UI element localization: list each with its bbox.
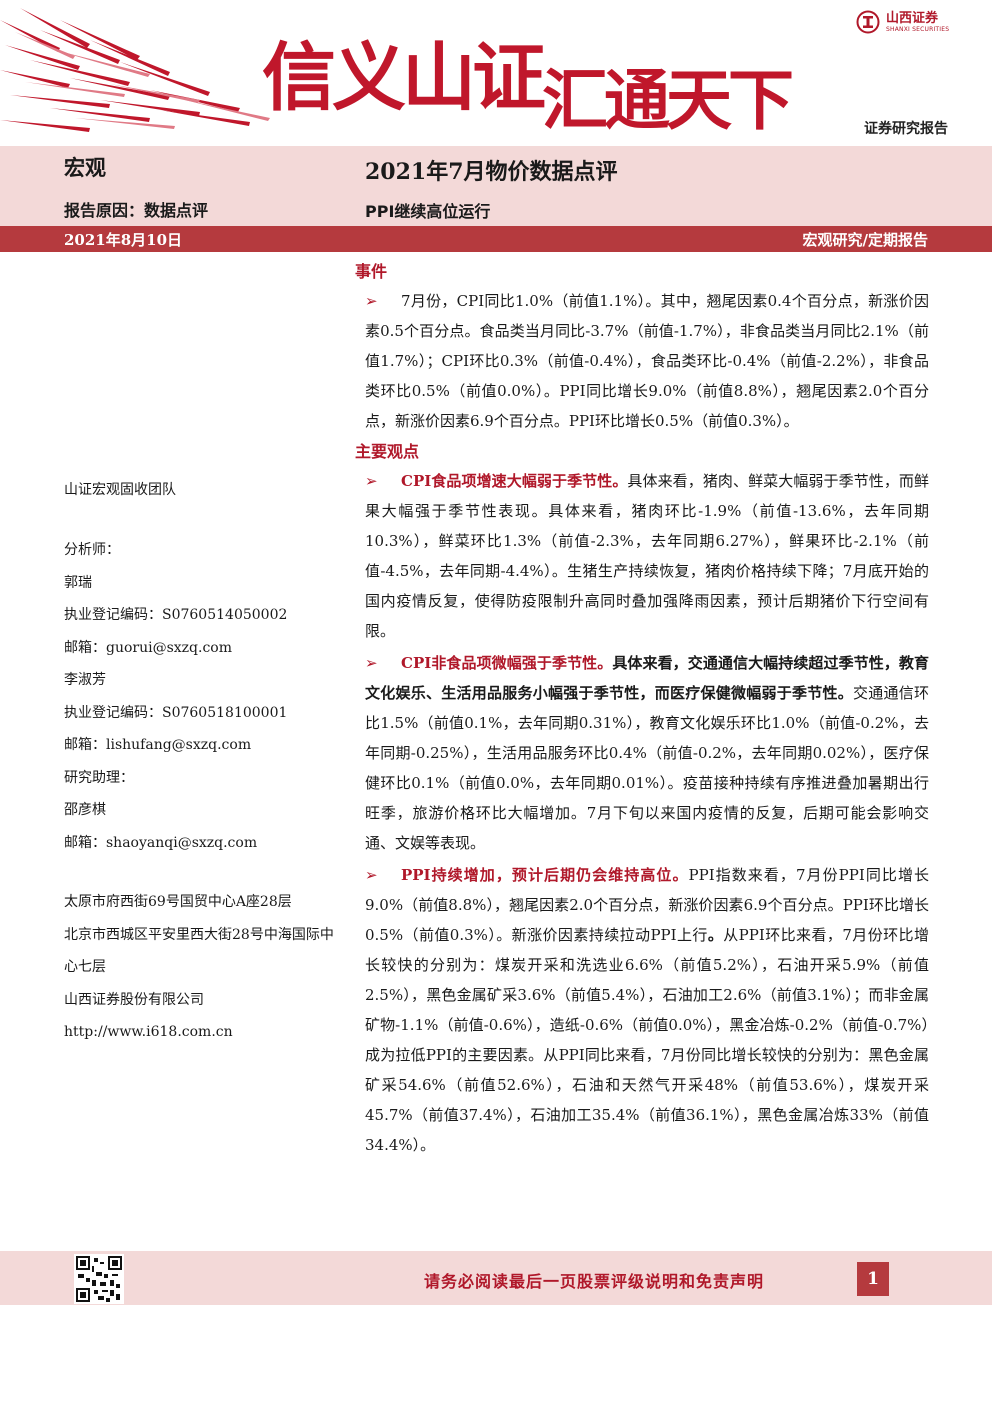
report-date: 2021年8月10日 [64, 231, 183, 249]
date-band [0, 226, 992, 252]
report-type: 证券研究报告 [864, 121, 948, 137]
company-contact: 太原市府西街69号国贸中心A座28层 北京市西城区平安里西大街28号中海国际中心… [64, 886, 334, 1049]
shanxi-securities-logo-icon [856, 10, 880, 34]
view-paragraph-1: ➢ CPI食品项增速大幅弱于季节性。具体来看，猪肉、鲜菜大幅弱于季节性，而鲜果大幅… [355, 466, 929, 646]
views-heading: 主要观点 [355, 442, 420, 461]
arrow-bullet-icon: ➢ [365, 472, 378, 490]
company-name: 山西证券股份有限公司 [64, 991, 204, 1008]
report-subtitle: PPI继续高位运行 [365, 202, 491, 221]
event-heading: 事件 [355, 262, 388, 281]
analyst2-name: 李淑芳 [64, 672, 106, 688]
view3-text-2: 从PPI环比来看，7月份环比增长较快的分别为：煤炭开采和洗选业6.6%（前值5.… [365, 926, 929, 1154]
decorative-arrows-icon [0, 8, 270, 132]
company-website[interactable]: http://www.i618.com.cn [64, 1024, 233, 1040]
view-paragraph-3: ➢ PPI持续增加，预计后期仍会维持高位。PPI指数来看，7月份PPI同比增长9.… [355, 860, 929, 1160]
qr-code-icon [74, 1254, 124, 1304]
view2-bold: 具体来看，交通通信大幅持续超过季节性，教育文化娱乐、生活用品服务小幅强于季节性，… [365, 654, 929, 702]
page-number: 1 [857, 1262, 889, 1296]
slogan-part-b: 汇通天下 [542, 61, 794, 139]
main-content: 事件 ➢7月份，CPI同比1.0%（前值1.1%）。其中，翘尾因素0.4个百分点… [355, 258, 929, 1162]
analyst2-email: 邮箱：lishufang@sxzq.com [64, 737, 252, 753]
event-text: 7月份，CPI同比1.0%（前值1.1%）。其中，翘尾因素0.4个百分点，新涨价… [365, 292, 929, 430]
analyst1-email: 邮箱：guorui@sxzq.com [64, 639, 233, 656]
view1-highlight: CPI食品项增速大幅弱于季节性。 [401, 472, 628, 490]
slogan-part-a: 信义山证 [262, 35, 546, 121]
slogan: 信义山证汇通天下 [262, 18, 794, 139]
address-beijing: 北京市西城区平安里西大街28号中海国际中心七层 [64, 926, 334, 976]
report-category: 宏观 [64, 156, 106, 180]
arrow-bullet-icon: ➢ [365, 292, 378, 310]
team-name: 山证宏观固收团队 [64, 474, 334, 507]
logo-subtitle: SHANXI SECURITIES [886, 25, 950, 33]
assistant-email: 邮箱：shaoyanqi@sxzq.com [64, 834, 258, 851]
logo-name: 山西证券 [886, 10, 939, 26]
analyst1-name: 郭瑞 [64, 574, 92, 591]
disclaimer-note: 请务必阅读最后一页股票评级说明和免责声明 [424, 1272, 765, 1291]
view2-text: 交通通信环比1.5%（前值0.1%，去年同期0.31%），教育文化娱乐环比1.0… [365, 684, 929, 852]
company-logo: 山西证券 SHANXI SECURITIES [856, 10, 949, 34]
analyst-info: 分析师： 郭瑞 执业登记编码：S0760514050002 邮箱：guorui@… [64, 534, 334, 859]
address-taiyuan: 太原市府西街69号国贸中心A座28层 [64, 894, 292, 910]
view3-text-1: PPI指数来看，7月份PPI同比增长9.0%（前值8.8%），翘尾因素2.0个百… [365, 866, 929, 944]
title-band [0, 146, 992, 226]
arrow-bullet-icon: ➢ [365, 866, 378, 884]
view-paragraph-2: ➢ CPI非食品项微幅强于季节性。具体来看，交通通信大幅持续超过季节性，教育文化娱… [355, 648, 929, 858]
view1-text: 具体来看，猪肉、鲜菜大幅弱于季节性，而鲜果大幅强于季节性表现。具体来看，猪肉环比… [365, 472, 929, 640]
view2-highlight: CPI非食品项微幅强于季节性。 [401, 654, 613, 672]
assistant-name: 邵彦棋 [64, 802, 106, 818]
header-banner: 信义山证汇通天下 山西证券 SHANXI SECURITIES 证券研究报告 [0, 0, 992, 146]
analyst2-cert: 执业登记编码：S0760518100001 [64, 704, 288, 721]
report-title: 2021年7月物价数据点评 [365, 159, 618, 185]
report-reason: 报告原因：数据点评 [64, 201, 209, 220]
event-paragraph: ➢7月份，CPI同比1.0%（前值1.1%）。其中，翘尾因素0.4个百分点，新涨… [355, 286, 929, 436]
arrow-bullet-icon: ➢ [365, 654, 378, 672]
team-label: 山证宏观固收团队 [64, 482, 176, 498]
analyst-label: 分析师： [64, 542, 120, 558]
view3-highlight: PPI持续增加，预计后期仍会维持高位。 [401, 866, 689, 884]
analyst1-cert: 执业登记编码：S0760514050002 [64, 607, 288, 623]
assistant-label: 研究助理： [64, 769, 134, 786]
footer-band [0, 1251, 992, 1305]
report-series: 宏观研究/定期报告 [802, 231, 928, 249]
view3-dot: 。 [707, 926, 724, 944]
